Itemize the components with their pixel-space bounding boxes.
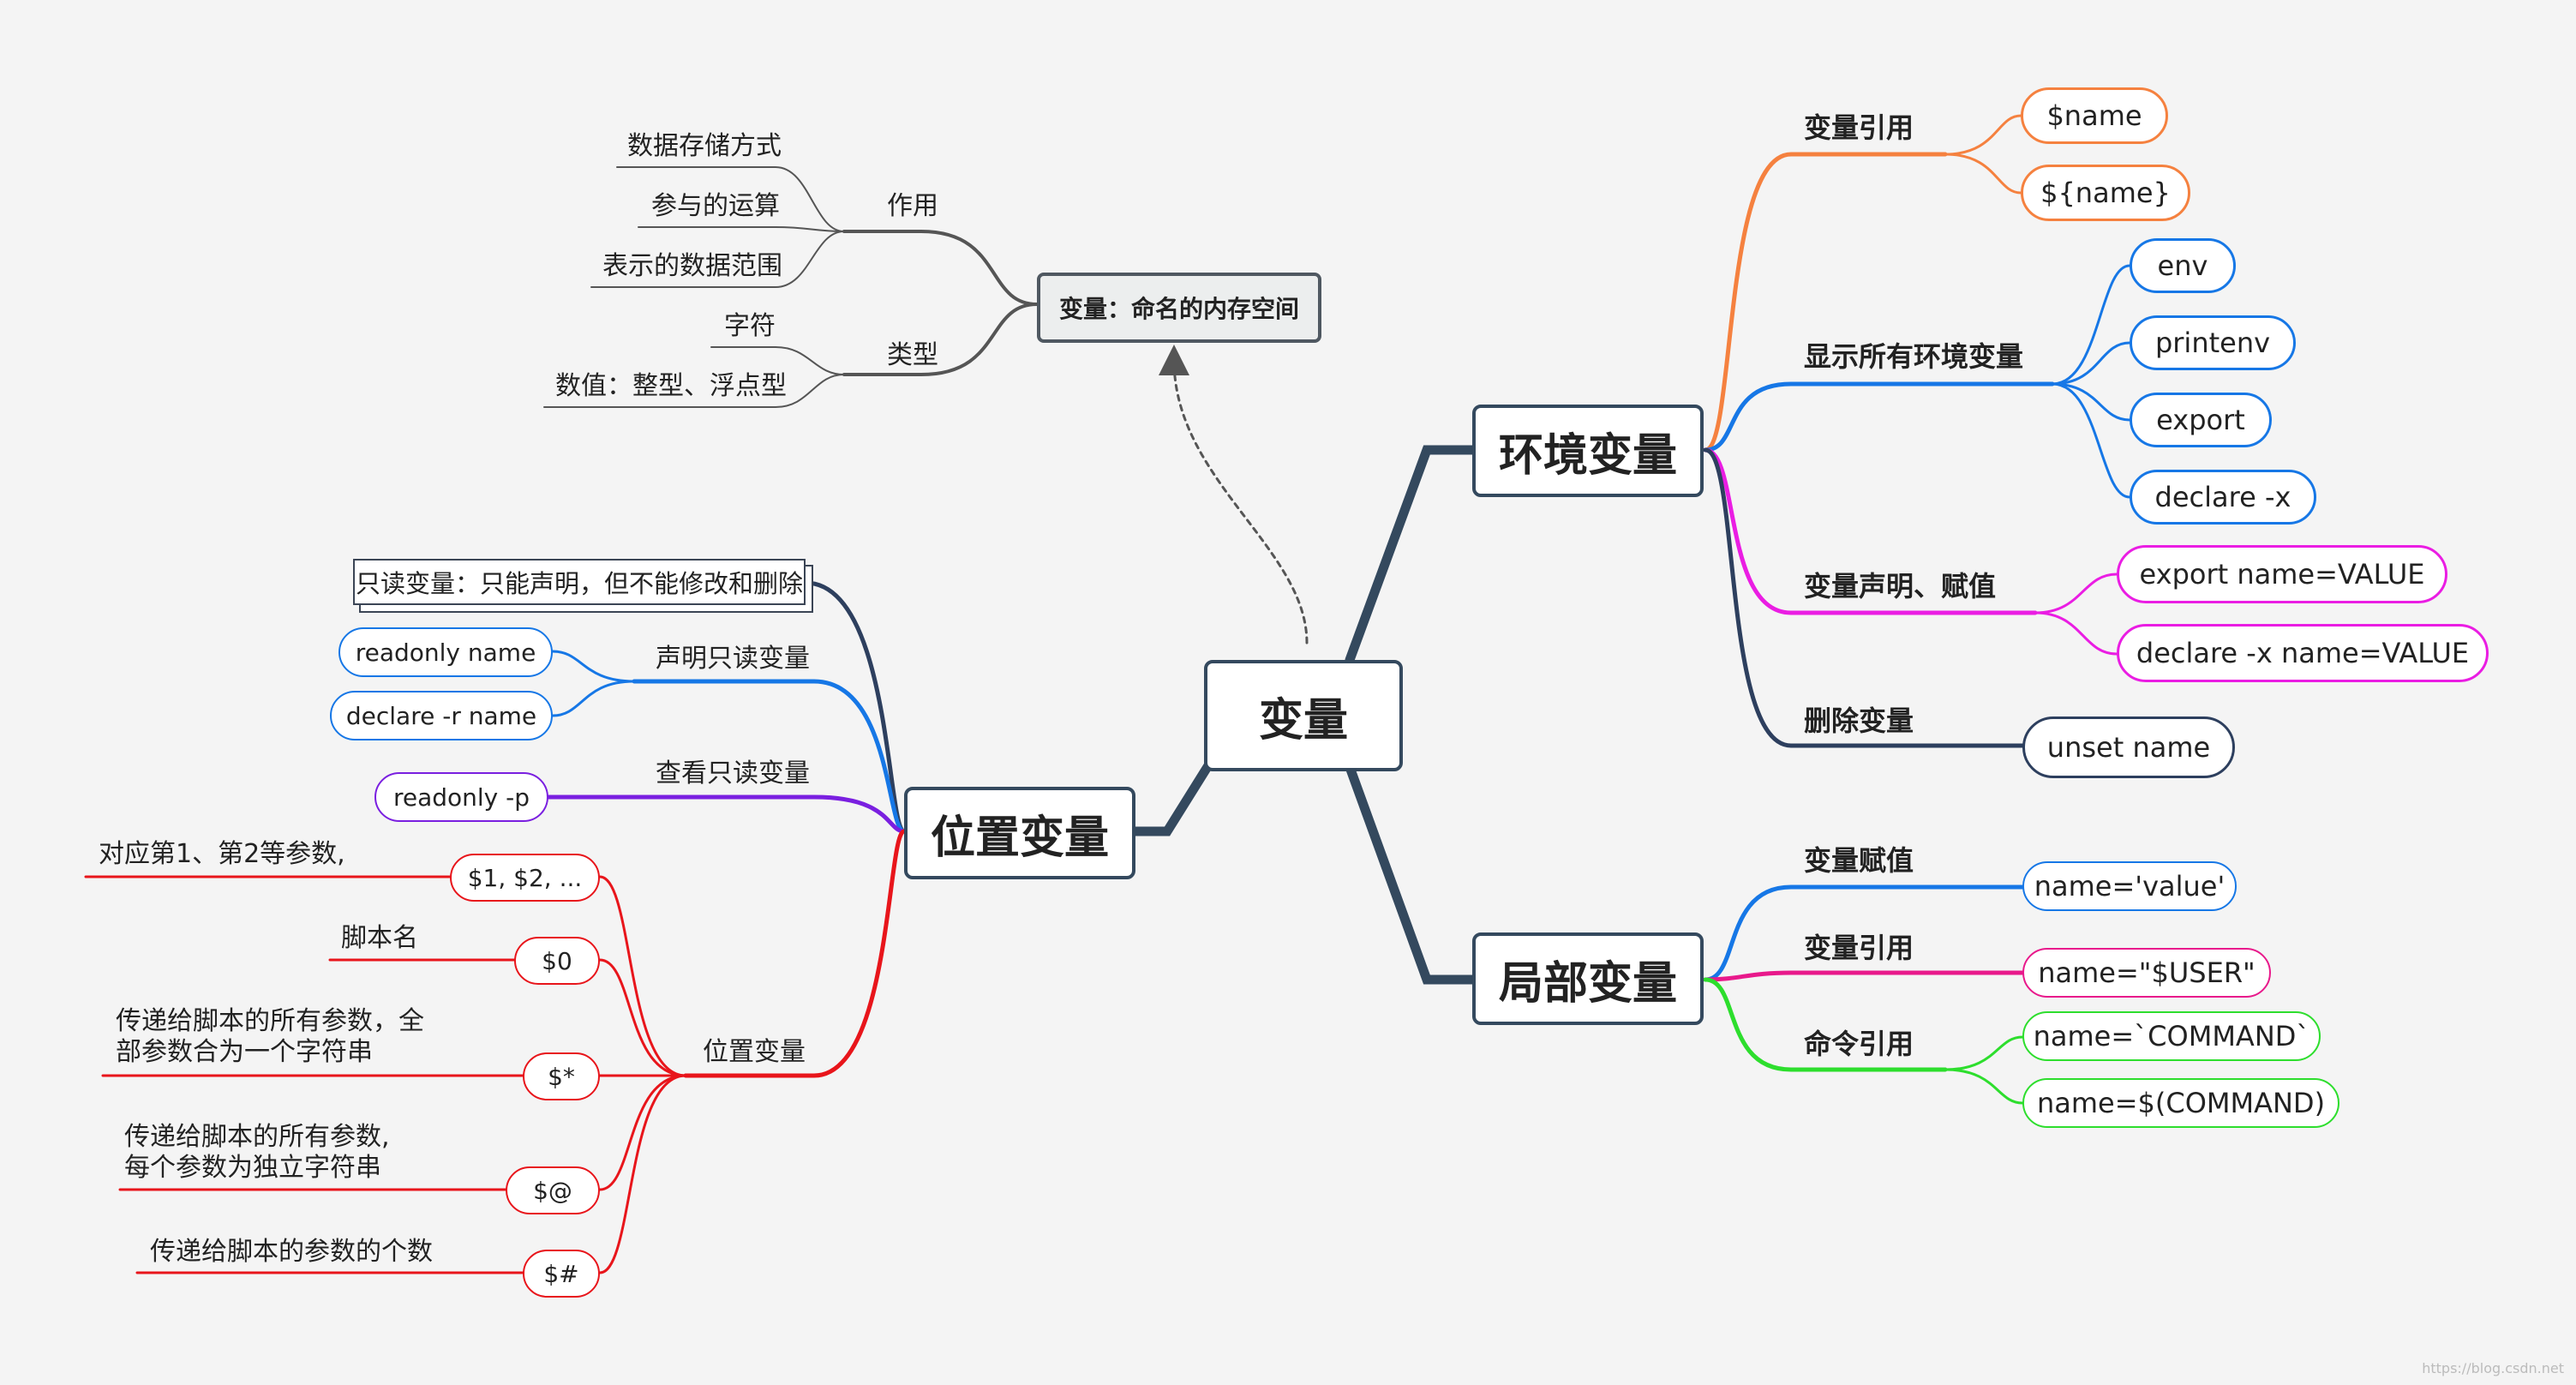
- env-ref-item[interactable]: $name: [2021, 87, 2168, 144]
- pos-declare-ro-label: 声明只读变量: [656, 644, 810, 674]
- pos-view-ro-label: 查看只读变量: [656, 758, 810, 788]
- local-cmd-item[interactable]: name=$(COMMAND): [2022, 1078, 2339, 1128]
- concept-type-label: 类型: [887, 340, 938, 370]
- concept-node[interactable]: 变量：命名的内存空间: [1037, 273, 1321, 343]
- watermark: https://blog.csdn.net: [2422, 1360, 2564, 1376]
- env-node[interactable]: 环境变量: [1472, 405, 1704, 497]
- env-declare-item[interactable]: declare -x name=VALUE: [2117, 624, 2489, 682]
- pos-declare-ro-item[interactable]: declare -r name: [330, 691, 553, 740]
- env-delete-item[interactable]: unset name: [2022, 716, 2235, 778]
- readonly-note[interactable]: 只读变量：只能声明，但不能修改和删除: [353, 559, 806, 605]
- env-delete-label: 删除变量: [1804, 704, 1914, 737]
- concept-type-item: 数值：整型、浮点型: [555, 371, 787, 401]
- pos-param-pill[interactable]: $*: [523, 1052, 600, 1100]
- concept-use-label: 作用: [887, 191, 938, 221]
- env-show-item[interactable]: export: [2130, 393, 2272, 447]
- pos-param-desc: 每个参数为独立字符串: [124, 1153, 381, 1183]
- center-node[interactable]: 变量: [1204, 660, 1403, 771]
- pos-param-pill[interactable]: $1, $2, ...: [450, 854, 600, 902]
- local-cmd-label: 命令引用: [1804, 1028, 1914, 1060]
- pos-declare-ro-item[interactable]: readonly name: [338, 627, 553, 677]
- concept-use-item: 表示的数据范围: [602, 251, 782, 281]
- local-node[interactable]: 局部变量: [1472, 932, 1704, 1025]
- env-show-label: 显示所有环境变量: [1804, 340, 2024, 373]
- local-ref-item[interactable]: name="$USER": [2022, 948, 2271, 998]
- concept-use-item: 参与的运算: [651, 191, 780, 221]
- pos-param-pill[interactable]: $#: [523, 1250, 600, 1298]
- concept-use-item: 数据存储方式: [627, 131, 782, 161]
- env-declare-label: 变量声明、赋值: [1804, 570, 1997, 603]
- env-declare-item[interactable]: export name=VALUE: [2117, 545, 2447, 603]
- pos-param-desc: 传递给脚本的所有参数，全: [116, 1006, 424, 1036]
- positional-node[interactable]: 位置变量: [904, 787, 1135, 879]
- pos-label: 位置变量: [703, 1037, 806, 1067]
- pos-param-pill[interactable]: $@: [506, 1166, 600, 1214]
- local-ref-label: 变量引用: [1804, 932, 1914, 964]
- local-assign-item[interactable]: name='value': [2022, 861, 2237, 911]
- pos-param-desc: 对应第1、第2等参数,: [99, 839, 345, 869]
- local-cmd-item[interactable]: name=`COMMAND`: [2022, 1011, 2321, 1061]
- local-assign-label: 变量赋值: [1804, 844, 1914, 877]
- env-show-item[interactable]: printenv: [2130, 315, 2296, 370]
- concept-type-item: 字符: [724, 311, 776, 341]
- env-ref-label: 变量引用: [1804, 111, 1914, 144]
- env-show-item[interactable]: declare -x: [2130, 470, 2316, 525]
- pos-param-desc: 传递给脚本的参数的个数: [150, 1237, 433, 1267]
- pos-param-desc: 部参数合为一个字符串: [116, 1037, 373, 1067]
- pos-param-pill[interactable]: $0: [514, 937, 600, 985]
- env-show-item[interactable]: env: [2130, 238, 2236, 293]
- pos-param-desc: 传递给脚本的所有参数,: [124, 1122, 390, 1152]
- pos-view-ro-item[interactable]: readonly -p: [374, 772, 548, 822]
- env-ref-item[interactable]: ${name}: [2021, 165, 2190, 221]
- pos-param-desc: 脚本名: [341, 923, 418, 953]
